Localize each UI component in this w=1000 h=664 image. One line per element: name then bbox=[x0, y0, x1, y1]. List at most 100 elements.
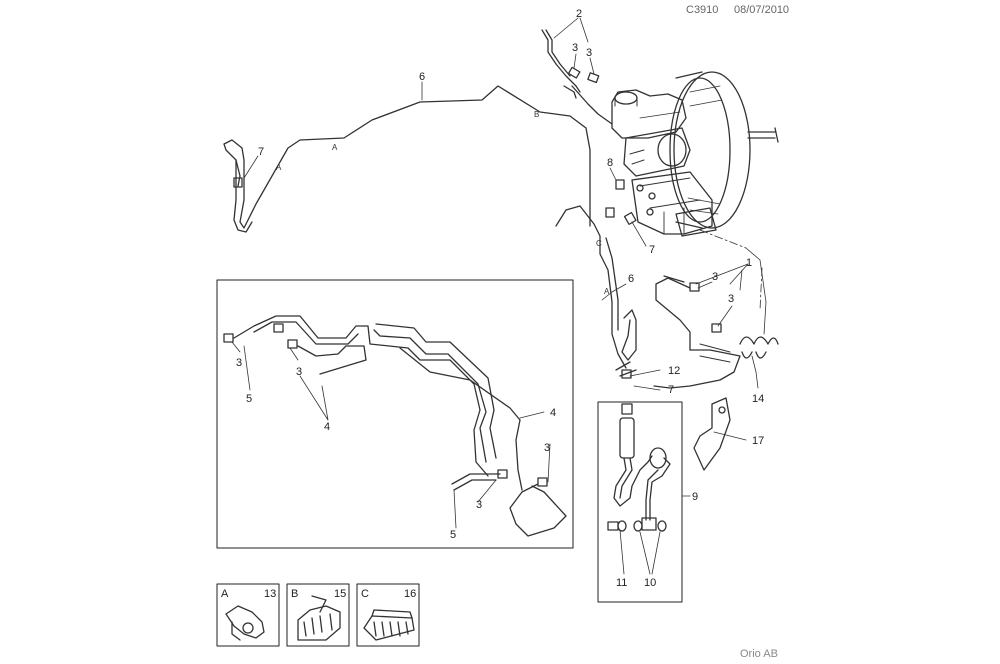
route-letter-a: A bbox=[604, 287, 610, 296]
route-letter-c: C bbox=[596, 239, 602, 248]
booster-rim bbox=[675, 71, 703, 229]
inset-box-pipes bbox=[216, 279, 574, 549]
company-footer: Orio AB bbox=[740, 648, 778, 660]
callout-7: 7 bbox=[668, 384, 674, 396]
callout-3: 3 bbox=[296, 366, 302, 378]
inset-a-part: 13 bbox=[264, 588, 276, 600]
booster-ribs bbox=[687, 85, 723, 215]
callout-5: 5 bbox=[246, 393, 252, 405]
inset-c bbox=[356, 583, 420, 647]
brake-hose-9 bbox=[613, 403, 671, 531]
pipe-nut bbox=[567, 66, 581, 79]
sealing-washer-10 bbox=[633, 520, 643, 532]
hose-end-fitting bbox=[621, 403, 633, 415]
clip-13 bbox=[225, 605, 265, 641]
callout-3: 3 bbox=[544, 442, 550, 454]
pipe-nut bbox=[711, 323, 722, 333]
callout-5: 5 bbox=[450, 529, 456, 541]
inset-b-letter: B bbox=[291, 588, 298, 600]
callout-7: 7 bbox=[649, 244, 655, 256]
callout-8: 8 bbox=[607, 157, 613, 169]
hose-ferrule bbox=[619, 417, 635, 459]
sealing-washer-10 bbox=[657, 520, 667, 532]
callout-3: 3 bbox=[476, 499, 482, 511]
pipe-clip-14 bbox=[739, 336, 779, 359]
pipe-nut bbox=[605, 207, 615, 218]
pipe-nut bbox=[689, 282, 700, 292]
callout-17: 17 bbox=[752, 435, 764, 447]
inset-b-part: 15 bbox=[334, 588, 346, 600]
pipe-nut bbox=[615, 179, 625, 190]
abs-mounting-bracket bbox=[675, 207, 717, 237]
master-cylinder-port bbox=[657, 133, 687, 167]
callout-2: 2 bbox=[576, 8, 582, 20]
callout-4: 4 bbox=[324, 421, 330, 433]
callout-6: 6 bbox=[419, 71, 425, 83]
brake-fluid-reservoir bbox=[611, 89, 687, 139]
brake-pipe-4-right bbox=[399, 347, 567, 537]
pipe-nut bbox=[497, 469, 508, 479]
brake-booster-drum bbox=[673, 71, 751, 229]
brake-pipe-5-left bbox=[223, 315, 489, 477]
inset-c-part: 16 bbox=[404, 588, 416, 600]
inset-b bbox=[286, 583, 350, 647]
hose-bracket-17 bbox=[693, 397, 731, 471]
phantom-line bbox=[699, 229, 747, 249]
diagram-date: 08/07/2010 bbox=[734, 4, 790, 16]
route-letter-a: A bbox=[332, 143, 338, 152]
callout-11: 11 bbox=[616, 577, 627, 589]
brake-booster-face bbox=[669, 77, 731, 223]
inset-box-brake-hose bbox=[597, 401, 683, 603]
pipe-nut bbox=[621, 369, 632, 379]
pipe-nut bbox=[537, 477, 548, 487]
clip-15 bbox=[297, 595, 341, 641]
callout-12: 12 bbox=[668, 365, 680, 377]
callout-3: 3 bbox=[236, 357, 242, 369]
callout-3: 3 bbox=[728, 293, 734, 305]
callout-4: 4 bbox=[550, 407, 556, 419]
clip-16 bbox=[363, 609, 415, 641]
master-cylinder bbox=[623, 127, 691, 177]
inset-a bbox=[216, 583, 280, 647]
route-letter-b: B bbox=[534, 110, 539, 119]
inset-c-letter: C bbox=[361, 588, 369, 600]
hose-banjo-fitting bbox=[641, 517, 657, 531]
route-letter-a: A bbox=[276, 163, 282, 172]
phantom-line bbox=[759, 267, 763, 311]
pipe-nut bbox=[587, 72, 600, 84]
pipe-nut bbox=[287, 339, 298, 349]
union-fitting-12 bbox=[615, 361, 637, 377]
callout-3: 3 bbox=[586, 47, 592, 59]
sealing-washer-10 bbox=[617, 520, 627, 532]
banjo-bolt-11 bbox=[607, 520, 667, 532]
pipe-route-letters: A A B C A bbox=[276, 110, 610, 296]
callout-labels: 2 3 3 6 7 8 7 1 3 6 3 12 7 14 17 9 11 10… bbox=[236, 8, 764, 589]
callout-10: 10 bbox=[644, 577, 656, 589]
brake-pipe-6-lower bbox=[555, 179, 637, 379]
pipe-nut bbox=[273, 323, 284, 333]
callout-1: 1 bbox=[746, 257, 752, 269]
hose-banjo bbox=[649, 447, 667, 469]
pipe-nut bbox=[233, 177, 243, 188]
callout-7: 7 bbox=[258, 146, 264, 158]
pipe-nut bbox=[623, 211, 637, 225]
callout-9: 9 bbox=[692, 491, 698, 503]
callout-3: 3 bbox=[572, 42, 578, 54]
leader-lines bbox=[231, 17, 767, 575]
brake-pipe-1 bbox=[653, 275, 741, 389]
callout-6: 6 bbox=[628, 273, 634, 285]
callout-3: 3 bbox=[712, 271, 718, 283]
diagram-code: C3910 bbox=[686, 4, 719, 16]
abs-hydraulic-unit bbox=[631, 171, 713, 235]
inset-a-letter: A bbox=[221, 588, 229, 600]
booster-pushrod bbox=[747, 127, 779, 143]
pipe-nut bbox=[223, 333, 234, 343]
brake-pipe-4-left bbox=[273, 323, 497, 463]
brake-booster-assembly bbox=[611, 71, 779, 237]
callout-14: 14 bbox=[752, 393, 764, 405]
brake-pipe-2 bbox=[541, 29, 613, 125]
brake-pipe-6-upper bbox=[223, 85, 591, 233]
inset-labels: A 13 B 15 C 16 bbox=[221, 588, 416, 600]
